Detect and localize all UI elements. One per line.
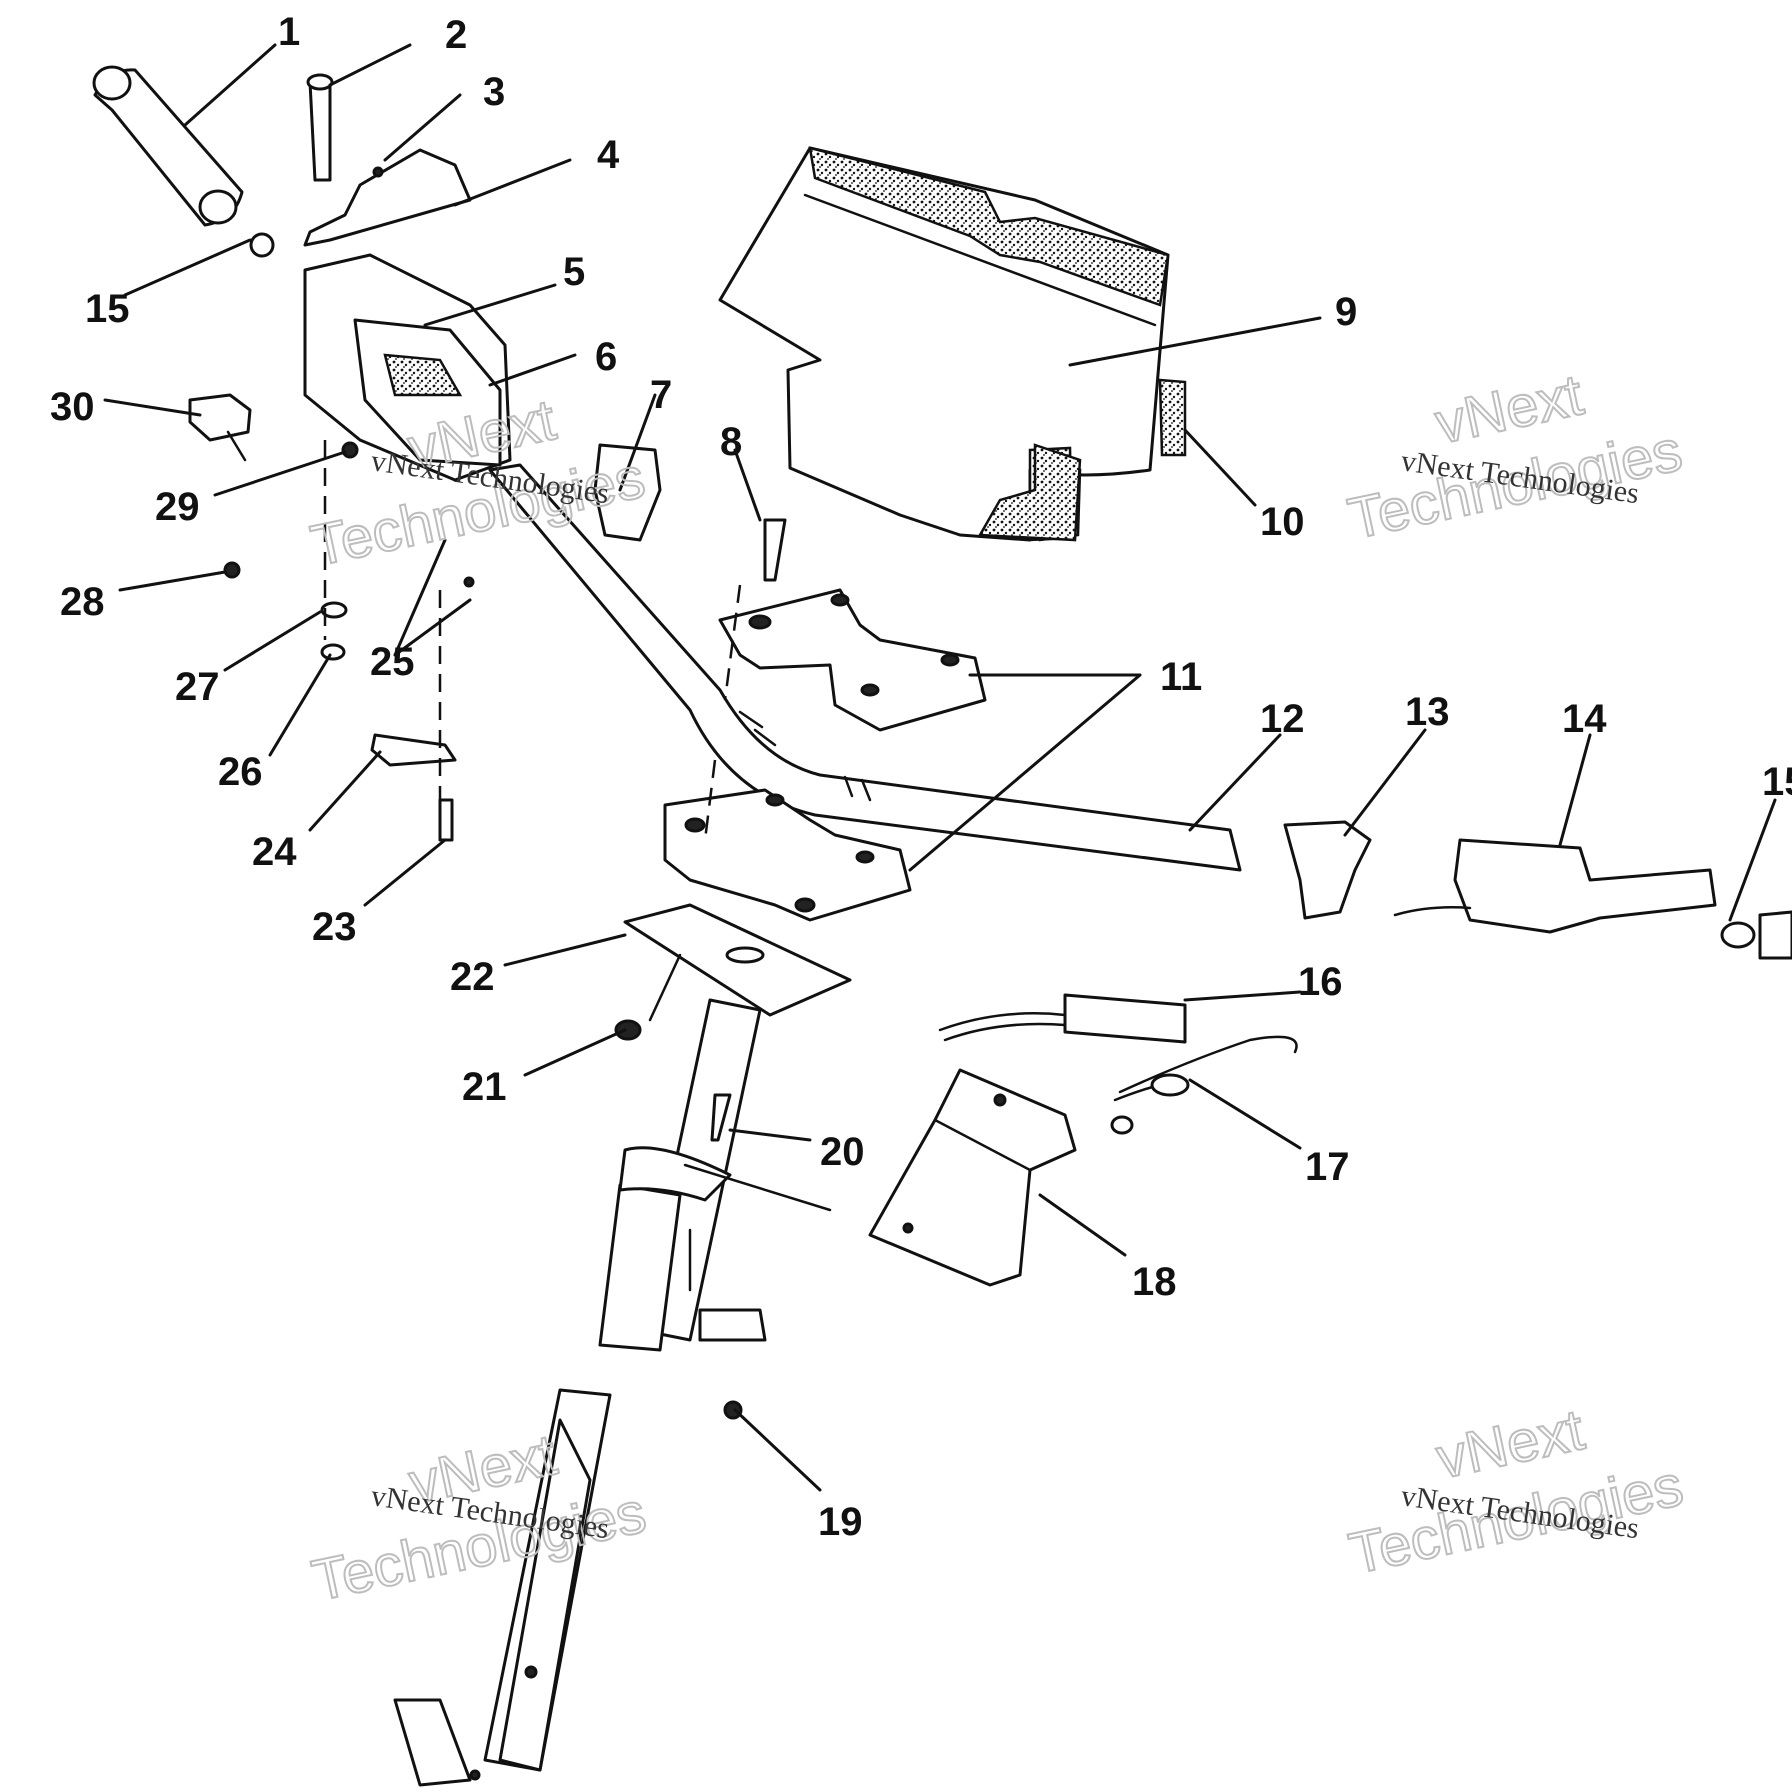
callout-22: 22 <box>450 955 495 999</box>
callout-10: 10 <box>1260 500 1305 544</box>
callout-13: 13 <box>1405 690 1450 734</box>
callout-14: 14 <box>1562 697 1607 741</box>
throttle-lever <box>303 148 472 247</box>
lower-clamp <box>663 788 912 922</box>
callout-4: 4 <box>597 133 620 177</box>
brake-assembly <box>1283 820 1717 934</box>
coil-and-cable <box>938 993 1298 1135</box>
callout-labels: 1 2 3 4 5 6 7 8 9 10 11 12 13 14 15 15 1… <box>50 10 1792 1544</box>
callout-11: 11 <box>1160 655 1202 699</box>
callout-7: 7 <box>650 373 672 417</box>
assembly-lines <box>323 440 832 1292</box>
callout-17: 17 <box>1305 1145 1350 1189</box>
watermark-top-right: vNext Technologies <box>1342 361 1689 553</box>
callout-27: 27 <box>175 665 220 709</box>
callout-30: 30 <box>50 385 95 429</box>
callout-18: 18 <box>1132 1260 1177 1304</box>
callout-5: 5 <box>563 250 585 294</box>
callout-15-right: 15 <box>1762 760 1792 804</box>
callout-15-left: 15 <box>85 287 130 331</box>
watermark-bottom-right: vNext Technologies <box>1343 1396 1690 1588</box>
hardware <box>188 73 787 1420</box>
callout-19: 19 <box>818 1500 863 1544</box>
callout-26: 26 <box>218 750 263 794</box>
callout-2: 2 <box>445 13 467 57</box>
callout-24: 24 <box>252 830 297 874</box>
throttle-housing <box>303 148 512 482</box>
windshield <box>718 146 1187 542</box>
left-grip <box>92 65 244 227</box>
callout-25: 25 <box>370 640 415 684</box>
callout-28: 28 <box>60 580 105 624</box>
upper-clamp <box>718 588 987 732</box>
callout-3: 3 <box>483 70 505 114</box>
callout-12: 12 <box>1260 697 1305 741</box>
callout-6: 6 <box>595 335 617 379</box>
handlebar <box>488 463 1242 872</box>
callout-16: 16 <box>1298 960 1343 1004</box>
callout-20: 20 <box>820 1130 865 1174</box>
leader-lines <box>103 43 1777 1492</box>
callout-1: 1 <box>278 10 300 54</box>
callout-9: 9 <box>1335 290 1357 334</box>
callout-29: 29 <box>155 485 200 529</box>
right-grip <box>1720 910 1792 960</box>
callout-23: 23 <box>312 905 357 949</box>
callout-8: 8 <box>720 420 742 464</box>
mounting-bracket <box>868 1068 1077 1287</box>
callout-21: 21 <box>462 1065 507 1109</box>
